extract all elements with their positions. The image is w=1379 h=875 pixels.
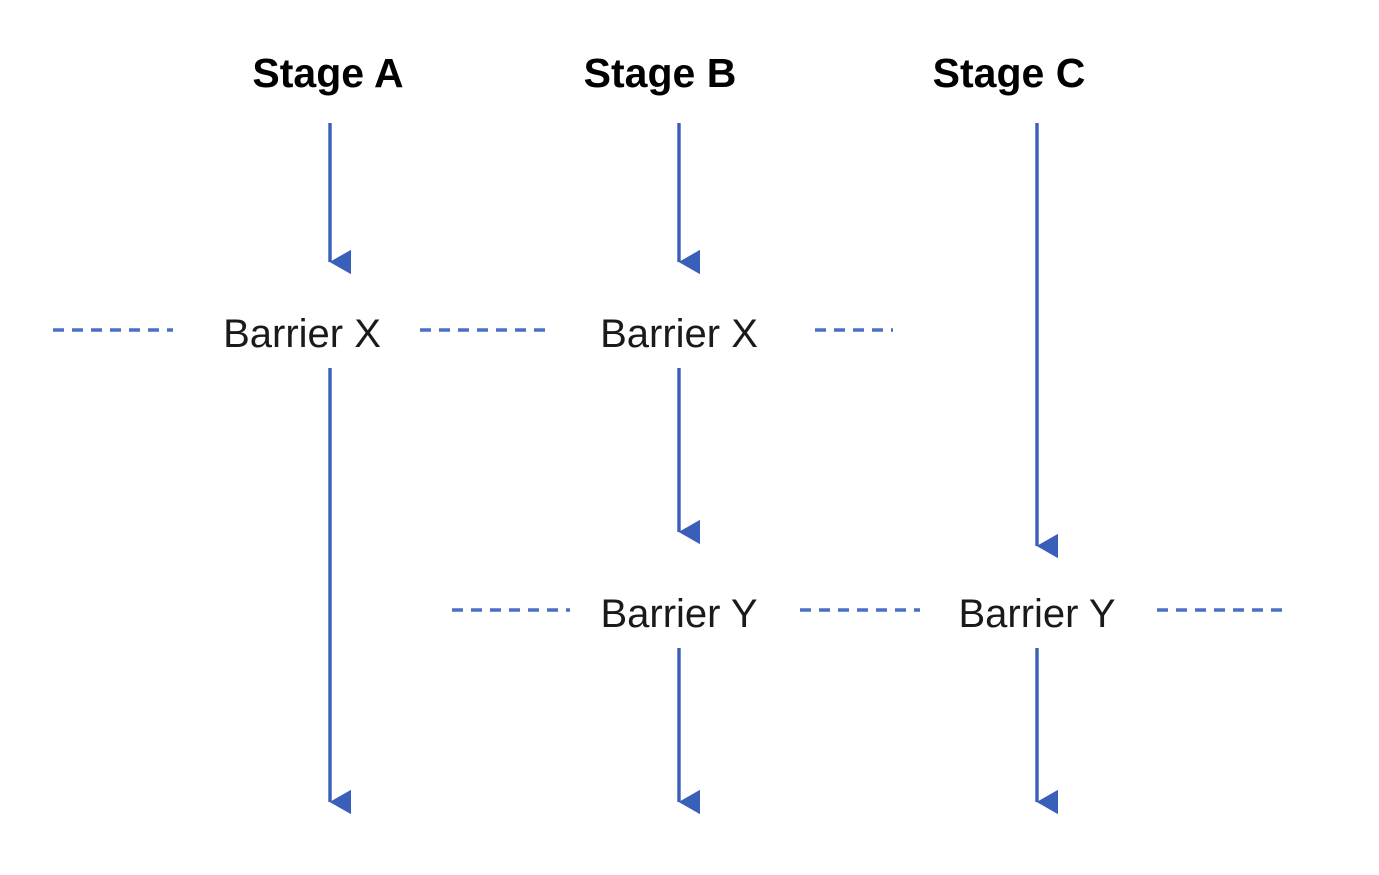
barrier-x-b-label-backdrop xyxy=(575,308,783,356)
stage-header-a: Stage A xyxy=(252,50,403,96)
barrier-x-a-label-backdrop xyxy=(198,308,406,356)
barrier-label-group: Barrier X Barrier X Barrier Y Barrier Y xyxy=(198,308,1141,636)
flow-arrow-group xyxy=(328,123,1059,815)
dash-connector-group xyxy=(53,328,1283,612)
barrier-node-x-stage-b: Barrier X xyxy=(600,312,758,356)
stage-header-c: Stage C xyxy=(933,50,1086,96)
stage-header-group: Stage A Stage B Stage C xyxy=(252,50,1085,96)
barrier-node-y-stage-b: Barrier Y xyxy=(600,592,757,636)
barrier-y-c-label-backdrop xyxy=(933,588,1141,636)
barrier-y-b-label-backdrop xyxy=(575,588,783,636)
barrier-node-x-stage-a: Barrier X xyxy=(223,312,381,356)
stage-header-b: Stage B xyxy=(584,50,737,96)
barrier-node-y-stage-c: Barrier Y xyxy=(958,592,1115,636)
